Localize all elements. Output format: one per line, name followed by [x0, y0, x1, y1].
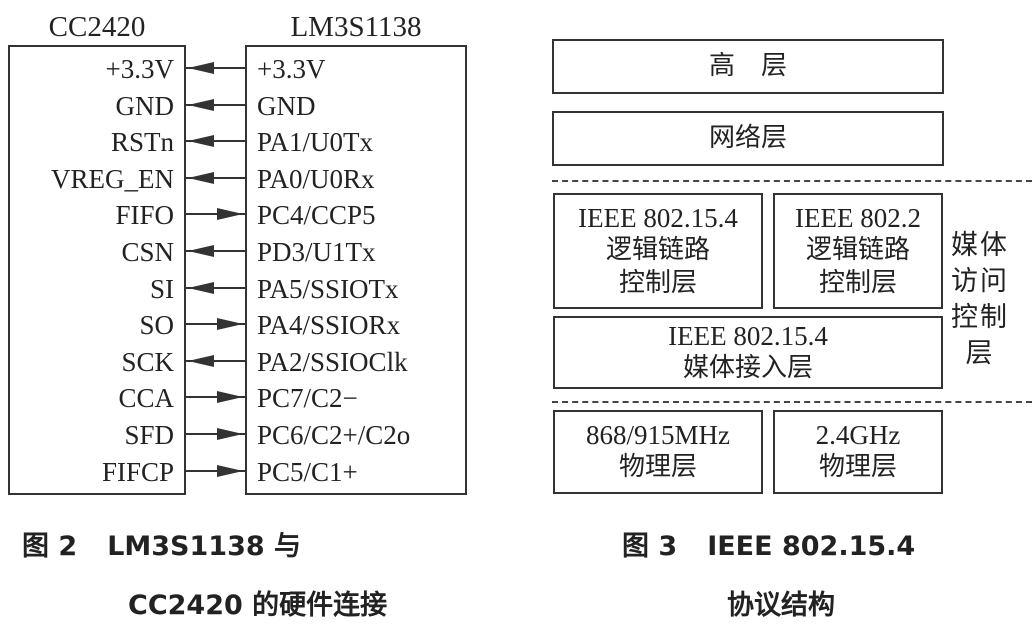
- llc-802154-line3: 控制层: [618, 267, 697, 298]
- arrow-right-icon: [217, 391, 243, 404]
- cc2420-pin: CSN: [121, 237, 174, 267]
- lm3s1138-pin: +3.3V: [257, 54, 326, 84]
- connection-wire: [186, 433, 245, 435]
- phy-24-layer: 2.4GHz 物理层: [773, 410, 943, 494]
- connection-wire: [186, 213, 245, 216]
- llc-802154-title: IEEE 802.15.4: [578, 202, 738, 233]
- connection-wire: [186, 323, 245, 326]
- phy-24-label: 物理层: [818, 452, 897, 482]
- divider-line-top: [552, 180, 1032, 182]
- lm3s1138-pin: PA2/SSIOClk: [257, 346, 408, 377]
- phy-868-title: 868/915MHz: [586, 420, 730, 450]
- cc2420-pin: SFD: [124, 420, 174, 450]
- figure-3-caption-line1: 图 3 IEEE 802.15.4: [622, 524, 915, 563]
- figure-3-label: 图 3: [622, 531, 678, 562]
- arrow-left-icon: [188, 135, 214, 148]
- lm3s1138-pin: PA4/SSIORx: [257, 310, 401, 341]
- cc2420-pin: VREG_EN: [51, 163, 174, 194]
- lm3s1138-pin: GND: [257, 90, 316, 121]
- lm3s1138-pin: PC6/C2+/C2o: [257, 420, 411, 450]
- connection-wire: [186, 176, 245, 179]
- arrow-right-icon: [217, 428, 243, 440]
- figure-2-caption-line1: 图 2 LM3S1138 与: [22, 524, 301, 563]
- phy-24-title: 2.4GHz: [815, 420, 901, 450]
- mac-side-label: 媒体 访问 控制 层: [950, 228, 1010, 372]
- mac-layer: IEEE 802.15.4 媒体接入层: [553, 316, 943, 389]
- lm3s1138-pin: PC7/C2−: [257, 383, 358, 414]
- phy-868-label: 物理层: [618, 452, 697, 482]
- mac-layer-title: IEEE 802.15.4: [668, 320, 828, 351]
- lm3s1138-pin: PA0/U0Rx: [257, 163, 375, 194]
- side-label-line: 控制: [951, 302, 1009, 333]
- llc-802154-line2: 逻辑链路: [605, 234, 710, 265]
- arrow-left-icon: [188, 354, 214, 367]
- connection-wire: [186, 286, 245, 289]
- connection-wire: [186, 469, 245, 472]
- cc2420-title: CC2420: [48, 11, 146, 43]
- mac-layer-label: 媒体接入层: [682, 352, 813, 383]
- figure-2-caption-line2: CC2420 的硬件连接: [128, 590, 388, 621]
- figure-3-title-line1: IEEE 802.15.4: [707, 531, 916, 562]
- arrow-left-icon: [188, 98, 214, 111]
- cc2420-pin: RSTn: [110, 127, 174, 158]
- llc-802154-layer: IEEE 802.15.4 逻辑链路 控制层: [553, 193, 763, 309]
- connection-wire: [186, 140, 245, 143]
- divider-line-bottom: [552, 401, 1032, 403]
- lm3s1138-pin: PA5/SSIOTx: [257, 273, 399, 304]
- lm3s1138-pin: PC5/C1+: [257, 456, 358, 487]
- connection-wire: [186, 250, 245, 252]
- llc-8022-line3: 控制层: [818, 267, 897, 298]
- arrow-left-icon: [188, 245, 214, 257]
- figure-2-label: 图 2: [22, 531, 78, 562]
- llc-8022-title: IEEE 802.2: [795, 202, 921, 233]
- connection-wire: [186, 67, 245, 69]
- arrow-right-icon: [217, 208, 243, 221]
- arrow-left-icon: [188, 171, 214, 184]
- side-label-line: 访问: [951, 266, 1009, 297]
- arrow-right-icon: [217, 464, 243, 477]
- lm3s1138-pin: PC4/CCP5: [257, 200, 376, 231]
- cc2420-pin: CCA: [118, 383, 174, 414]
- arrow-left-icon: [188, 281, 214, 294]
- connection-wire: [186, 396, 245, 399]
- cc2420-pin: GND: [115, 90, 175, 121]
- upper-layer: 高 层: [552, 39, 944, 94]
- network-layer: 网络层: [552, 111, 944, 166]
- cc2420-pin: SO: [139, 310, 174, 341]
- lm3s1138-pin: PA1/U0Tx: [257, 127, 374, 158]
- cc2420-pin: FIFO: [115, 200, 174, 231]
- side-label-line: 层: [965, 338, 995, 369]
- figure-2-title-line1: LM3S1138 与: [107, 531, 302, 562]
- network-layer-label: 网络层: [708, 123, 787, 153]
- cc2420-pin: +3.3V: [105, 54, 174, 84]
- llc-8022-line2: 逻辑链路: [805, 234, 910, 265]
- connection-wire: [186, 359, 245, 362]
- arrow-left-icon: [188, 62, 214, 74]
- phy-868-layer: 868/915MHz 物理层: [553, 410, 763, 494]
- upper-layer-label: 高 层: [708, 51, 787, 81]
- cc2420-pin: SCK: [121, 346, 174, 377]
- connection-wire: [186, 103, 245, 106]
- cc2420-pin: SI: [149, 273, 174, 304]
- arrow-right-icon: [217, 318, 243, 331]
- cc2420-pin: FIFCP: [101, 456, 174, 487]
- side-label-line: 媒体: [951, 230, 1009, 261]
- lm3s1138-title: LM3S1138: [290, 11, 422, 43]
- figure-3-caption-line2: 协议结构: [727, 590, 835, 621]
- lm3s1138-pin: PD3/U1Tx: [257, 237, 376, 267]
- llc-8022-layer: IEEE 802.2 逻辑链路 控制层: [773, 193, 943, 309]
